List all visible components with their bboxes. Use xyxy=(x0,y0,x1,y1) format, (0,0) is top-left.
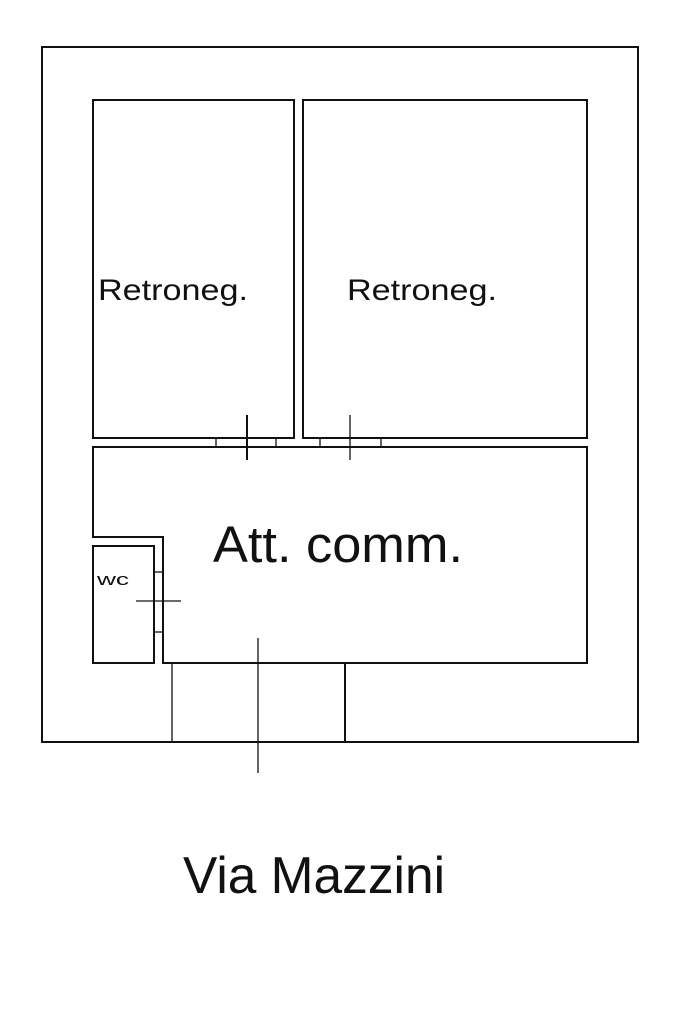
room-label-back-left: Retroneg. xyxy=(98,274,248,307)
door-ticks xyxy=(154,438,382,633)
entrance xyxy=(171,663,346,742)
room-wc xyxy=(92,545,155,664)
room-back-left xyxy=(92,99,295,439)
outer-wall xyxy=(41,46,639,743)
door-markers xyxy=(136,415,351,773)
street-label: Via Mazzini xyxy=(183,847,445,905)
room-back-right xyxy=(302,99,588,439)
room-label-shop: Att. comm. xyxy=(213,516,463,573)
room-shop xyxy=(92,446,588,664)
room-label-back-right: Retroneg. xyxy=(347,274,497,307)
room-label-wc: wc xyxy=(95,570,129,589)
